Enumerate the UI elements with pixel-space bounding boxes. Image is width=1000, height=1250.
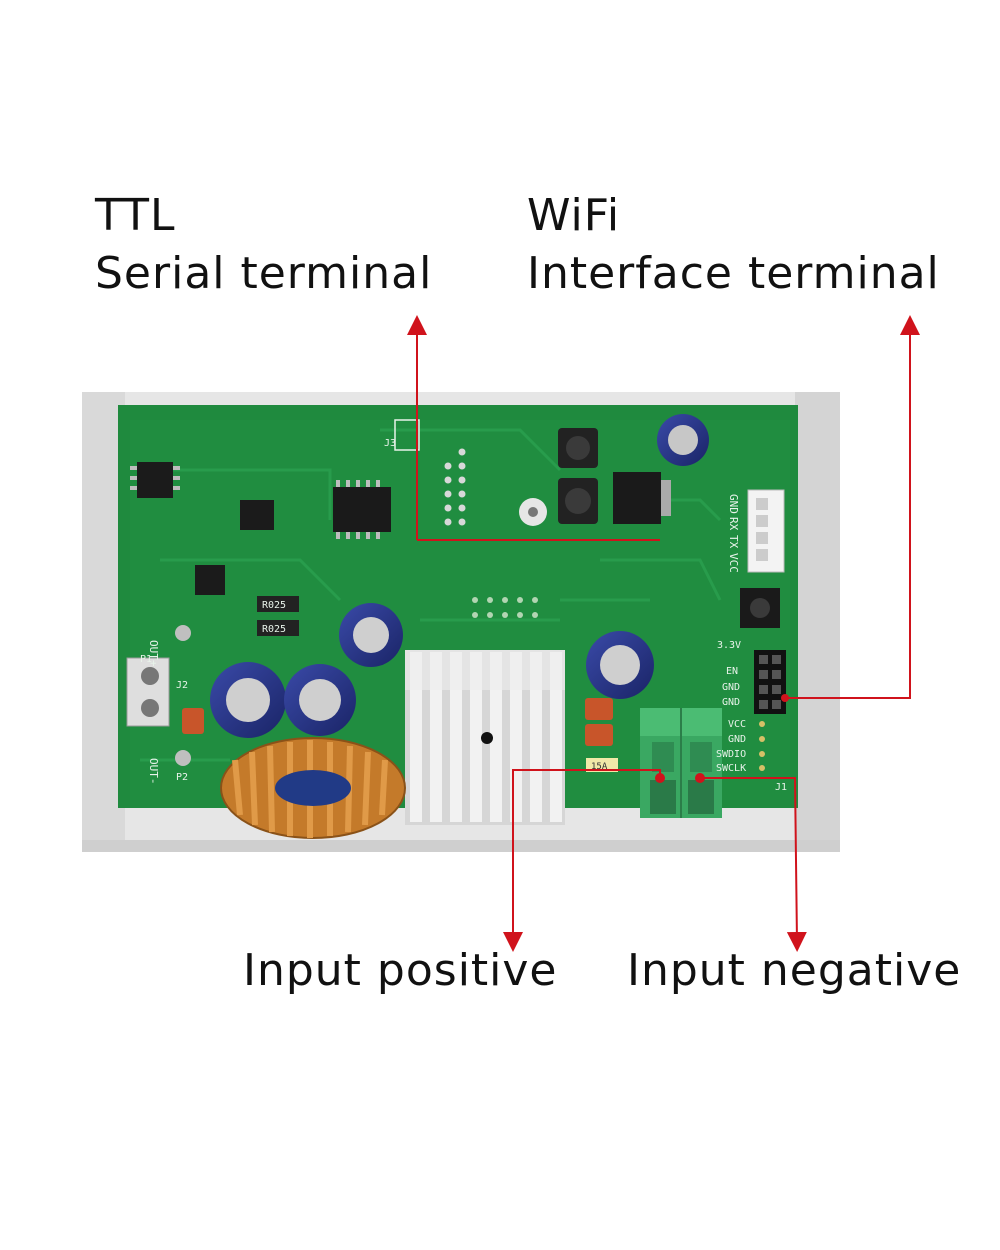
svg-text:TX: TX <box>727 535 740 549</box>
label-ttl-title: TTL <box>95 190 176 241</box>
svg-text:P2: P2 <box>176 772 188 783</box>
svg-text:15A: 15A <box>591 762 608 772</box>
wifi-pin-labels: GND RX TX VCC <box>727 494 740 573</box>
capacitor-left <box>210 662 286 738</box>
svg-text:J1: J1 <box>775 782 787 793</box>
svg-text:RX: RX <box>727 517 740 531</box>
regulator-u8 <box>613 472 671 524</box>
svg-text:P1: P1 <box>140 654 152 665</box>
capacitor-center-left <box>284 664 356 736</box>
svg-text:R025: R025 <box>262 624 286 635</box>
label-input-positive: Input positive <box>243 945 558 996</box>
screw-post <box>740 588 780 628</box>
callout-arrows <box>407 315 920 952</box>
svg-text:J3: J3 <box>384 438 396 449</box>
svg-text:GND: GND <box>722 697 740 708</box>
svg-text:EN: EN <box>726 666 738 677</box>
label-ttl-subtitle: Serial terminal <box>95 248 433 299</box>
wifi-interface-header <box>754 650 786 714</box>
heatsink <box>405 650 565 825</box>
svg-text:SWCLK: SWCLK <box>716 763 746 774</box>
label-wifi-subtitle: Interface terminal <box>527 248 940 299</box>
svg-text:VCC: VCC <box>727 553 740 573</box>
arrow-input-negative <box>700 777 807 952</box>
header-pin-labels: 3.3V EN GND GND <box>717 640 741 708</box>
svg-text:3.3V: 3.3V <box>717 640 741 651</box>
fuse: 15A <box>586 758 618 772</box>
orange-caps <box>182 698 613 746</box>
smd-inductor-2 <box>558 478 598 524</box>
svg-text:GND: GND <box>722 682 740 693</box>
chip-op-amp-left <box>130 462 180 498</box>
input-terminal-block <box>640 708 722 818</box>
capacitor-top-right <box>657 414 709 466</box>
svg-text:GND: GND <box>727 494 740 514</box>
arrow-wifi <box>785 315 920 699</box>
connector-refs: J1 J2 J3 P1 P2 <box>140 438 787 793</box>
debug-pin-labels: VCC GND SWDIO SWCLK <box>716 719 765 774</box>
svg-text:VCC: VCC <box>728 719 746 730</box>
svg-text:GND: GND <box>728 734 746 745</box>
label-wifi-title: WiFi <box>527 190 621 241</box>
chip-mid-left <box>195 500 274 595</box>
capacitor-mid <box>339 603 403 667</box>
ttl-pin-header <box>394 419 466 526</box>
output-silkscreen: OUT+ OUT- <box>147 625 191 785</box>
shunt-resistors: R025 R025 <box>257 596 299 636</box>
capacitor-right <box>586 631 654 699</box>
chip-main-soic <box>333 480 391 539</box>
label-input-negative: Input negative <box>627 945 962 996</box>
output-terminal-block <box>126 657 170 727</box>
wifi-connector <box>747 489 785 573</box>
svg-text:OUT-: OUT- <box>147 758 160 785</box>
svg-text:SWDIO: SWDIO <box>716 749 746 760</box>
smd-inductor-1 <box>558 428 598 468</box>
toroid-inductor <box>220 737 406 839</box>
svg-text:R025: R025 <box>262 600 286 611</box>
svg-text:J2: J2 <box>176 680 188 691</box>
small-cap <box>519 498 547 526</box>
svg-text:OUT+: OUT+ <box>147 640 160 667</box>
